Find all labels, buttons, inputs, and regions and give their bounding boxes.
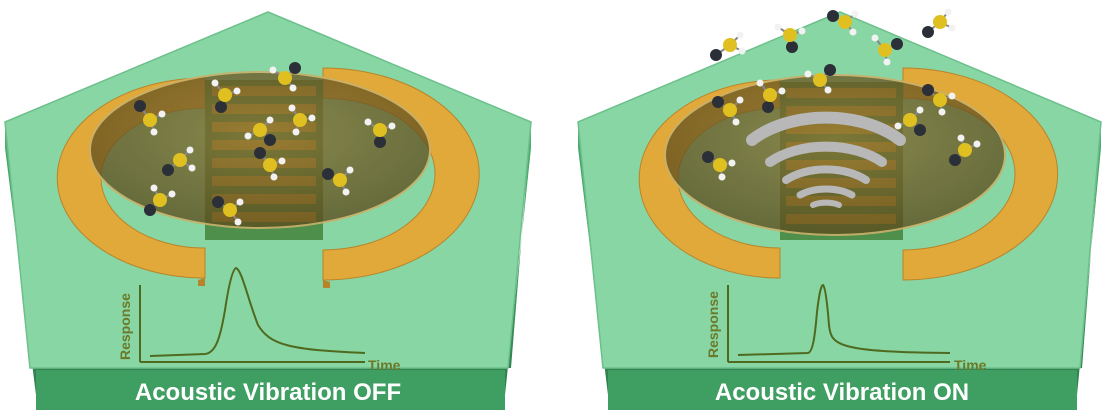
x-axis-label: Time bbox=[954, 357, 987, 373]
panel-off: Response Time Acoustic Vibration OFF bbox=[4, 11, 532, 410]
caption-band bbox=[36, 370, 505, 410]
gas-molecules-remaining bbox=[702, 64, 981, 181]
response-plot-on: Response Time bbox=[705, 283, 987, 373]
gas-molecules-desorbed bbox=[710, 8, 956, 66]
response-plot-off: Response Time bbox=[117, 266, 401, 373]
y-axis-label: Response bbox=[117, 293, 133, 360]
panel-caption-off: Acoustic Vibration OFF bbox=[135, 379, 401, 406]
response-curve-broad bbox=[149, 266, 366, 357]
sensing-film bbox=[664, 74, 1006, 236]
acoustic-wave-icon bbox=[746, 111, 906, 208]
y-axis-label: Response bbox=[705, 291, 721, 358]
x-axis-label: Time bbox=[368, 357, 401, 373]
caption-band bbox=[608, 370, 1077, 410]
panel-caption-on: Acoustic Vibration ON bbox=[715, 379, 969, 406]
gas-molecules-adsorbed bbox=[134, 62, 396, 226]
response-curve-sharp bbox=[737, 283, 951, 356]
panel-on: Response Time Acoustic Vibration ON bbox=[577, 8, 1102, 410]
